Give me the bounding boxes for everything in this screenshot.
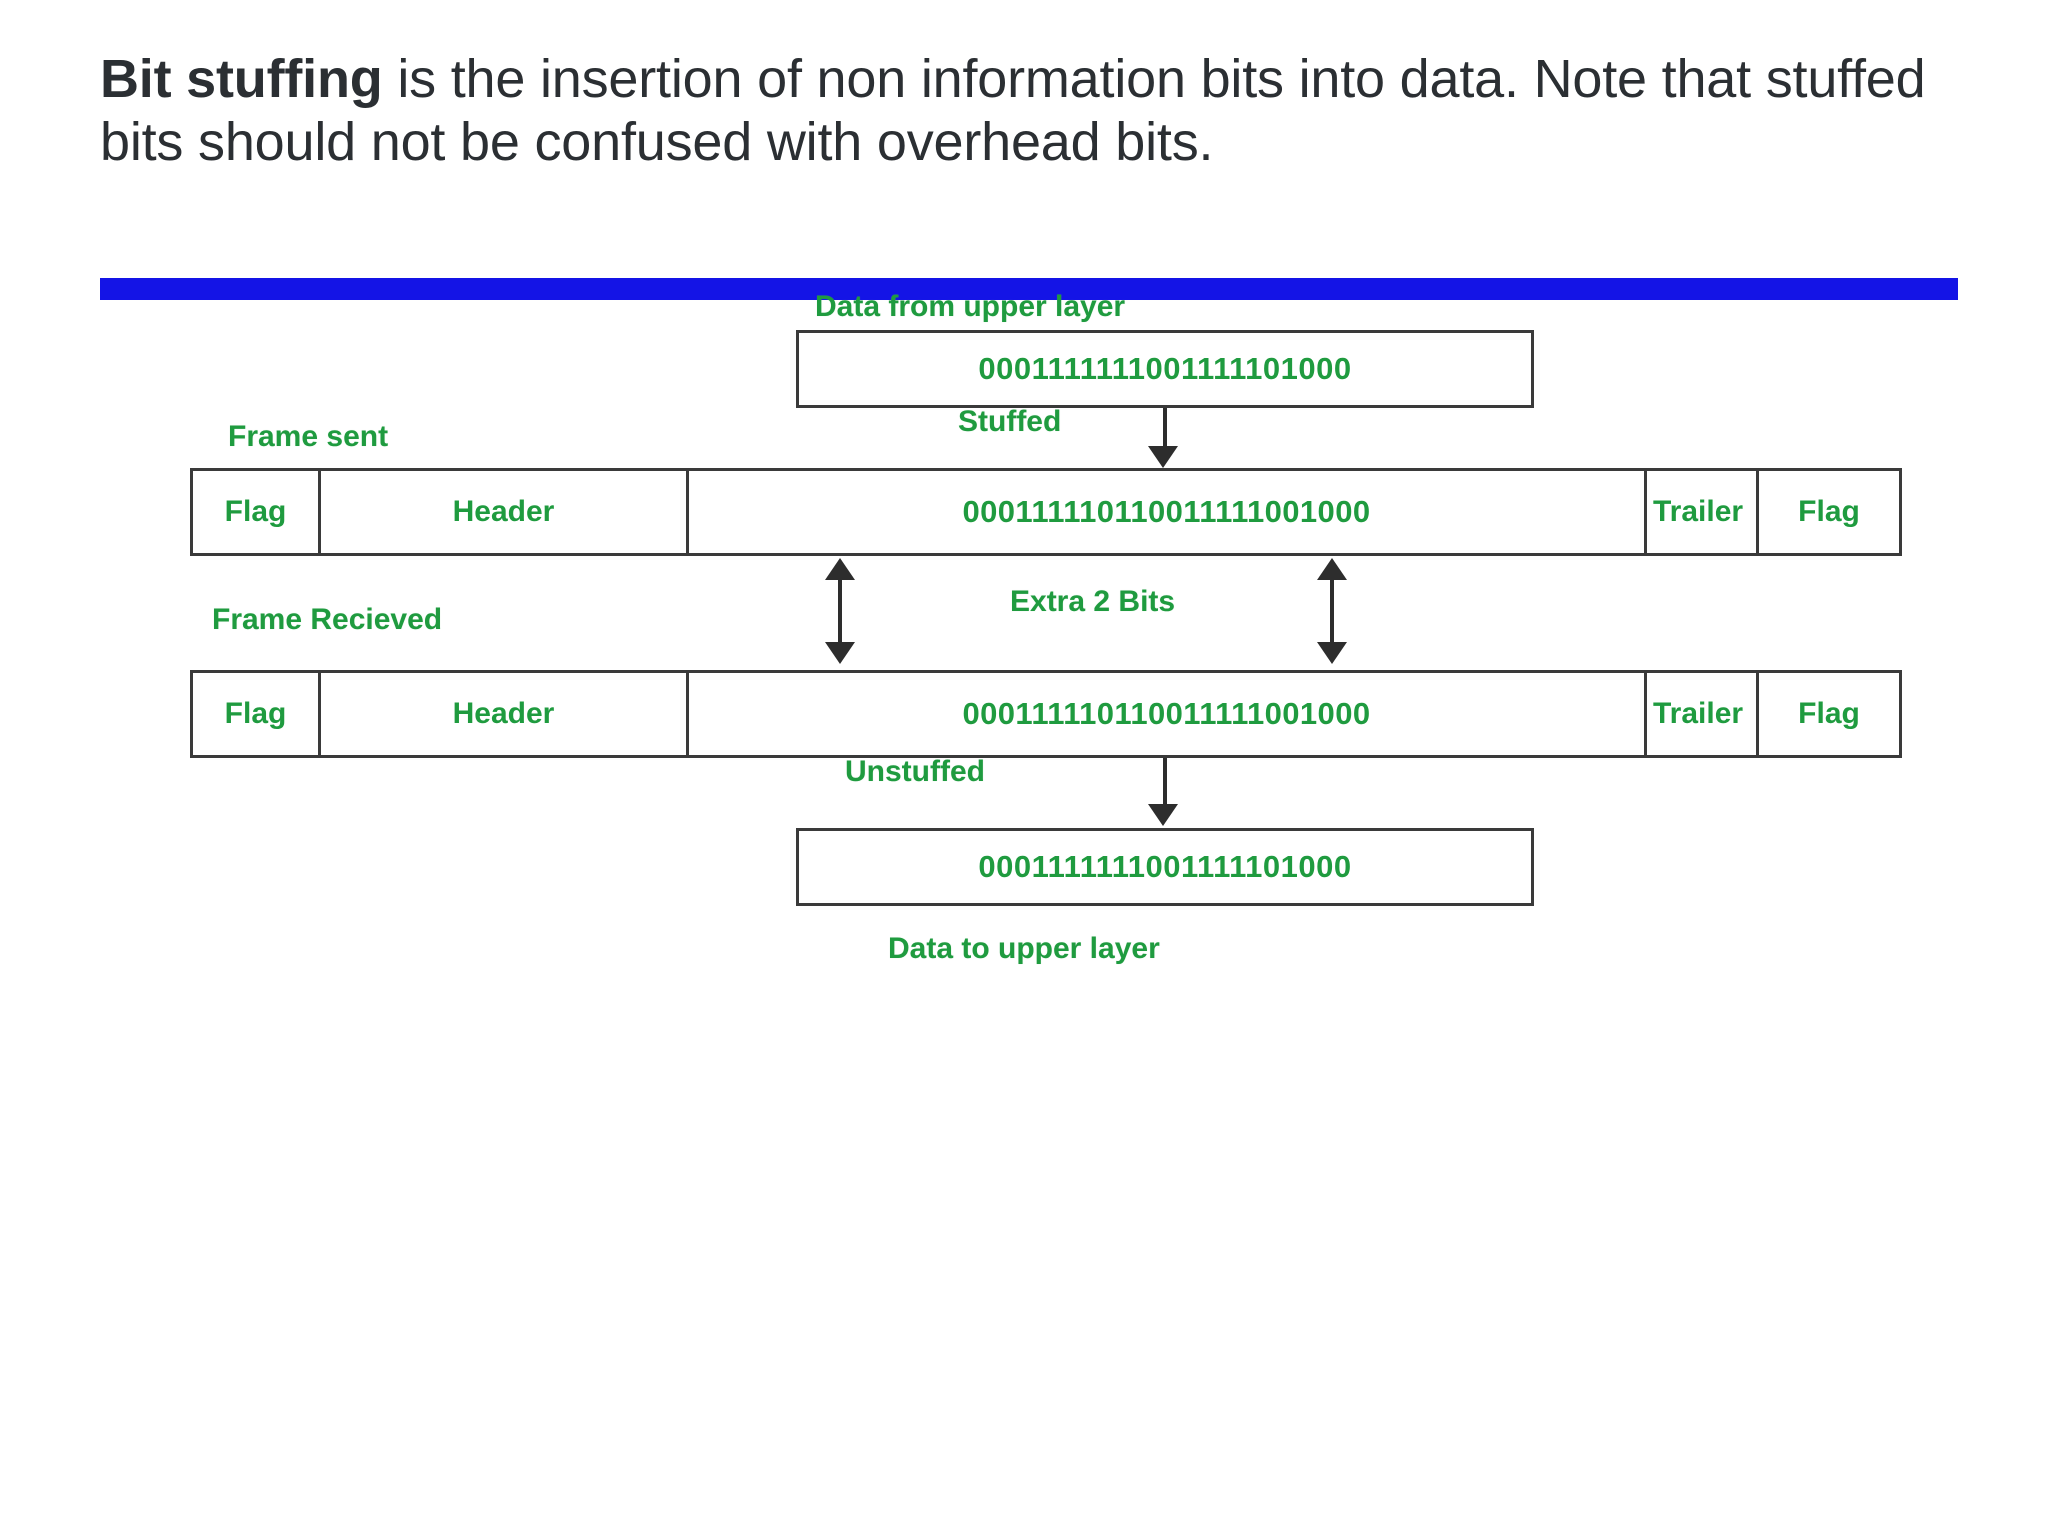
stuffing-arrow-head-icon xyxy=(1148,446,1178,468)
extra-2-bits-label: Extra 2 Bits xyxy=(1010,585,1176,618)
extra-bits-right-arrow-up-icon xyxy=(1317,558,1347,580)
frame-sent-label: Frame sent xyxy=(228,420,389,453)
extra-bits-left-arrow-line xyxy=(838,576,842,648)
frame-received-header-cell: Header xyxy=(321,673,689,755)
unstuffed-label: Unstuffed xyxy=(845,755,985,788)
frame-sent-data-cell: 000111110110011111001000 xyxy=(689,471,1647,553)
unstuffing-arrow-line xyxy=(1163,758,1167,808)
extra-bits-right-arrow-line xyxy=(1330,576,1334,648)
frame-sent-header-cell: Header xyxy=(321,471,689,553)
lower-output-data-bits: 0001111111001111101000 xyxy=(978,849,1352,884)
unstuffing-arrow-head-icon xyxy=(1148,804,1178,826)
blue-divider-rule xyxy=(100,278,1958,300)
frame-received-flag-left-cell: Flag xyxy=(193,673,321,755)
page-title-rest: is the insertion of non information bits… xyxy=(100,49,1926,172)
frame-sent-trailer-cell: Trailer xyxy=(1647,471,1759,553)
page-title: Bit stuffing is the insertion of non inf… xyxy=(100,48,1970,173)
frame-received-trailer-cell: Trailer xyxy=(1647,673,1759,755)
frame-sent-strip: Flag Header 000111110110011111001000 Tra… xyxy=(190,468,1902,556)
frame-received-data-cell: 000111110110011111001000 xyxy=(689,673,1647,755)
frame-sent-flag-right-cell: Flag xyxy=(1798,495,1860,528)
data-from-upper-layer-label: Data from upper layer xyxy=(815,290,1126,323)
stuffed-label: Stuffed xyxy=(958,405,1062,438)
data-to-upper-layer-label: Data to upper layer xyxy=(888,932,1160,965)
data-from-upper-layer-box: 0001111111001111101000 xyxy=(796,330,1534,408)
page-title-emphasis: Bit stuffing xyxy=(100,49,383,109)
data-to-upper-layer-box: 0001111111001111101000 xyxy=(796,828,1534,906)
frame-received-label: Frame Recieved xyxy=(212,603,443,636)
upper-layer-data-bits: 0001111111001111101000 xyxy=(978,351,1352,386)
stuffing-arrow-line xyxy=(1163,408,1167,450)
extra-bits-left-arrow-down-icon xyxy=(825,642,855,664)
frame-sent-flag-left-cell: Flag xyxy=(193,471,321,553)
extra-bits-right-arrow-down-icon xyxy=(1317,642,1347,664)
bit-stuffing-diagram: Data from upper layer 000111111100111110… xyxy=(0,290,2048,1220)
extra-bits-left-arrow-up-icon xyxy=(825,558,855,580)
frame-received-strip: Flag Header 000111110110011111001000 Tra… xyxy=(190,670,1902,758)
frame-received-flag-right-cell: Flag xyxy=(1798,697,1860,730)
